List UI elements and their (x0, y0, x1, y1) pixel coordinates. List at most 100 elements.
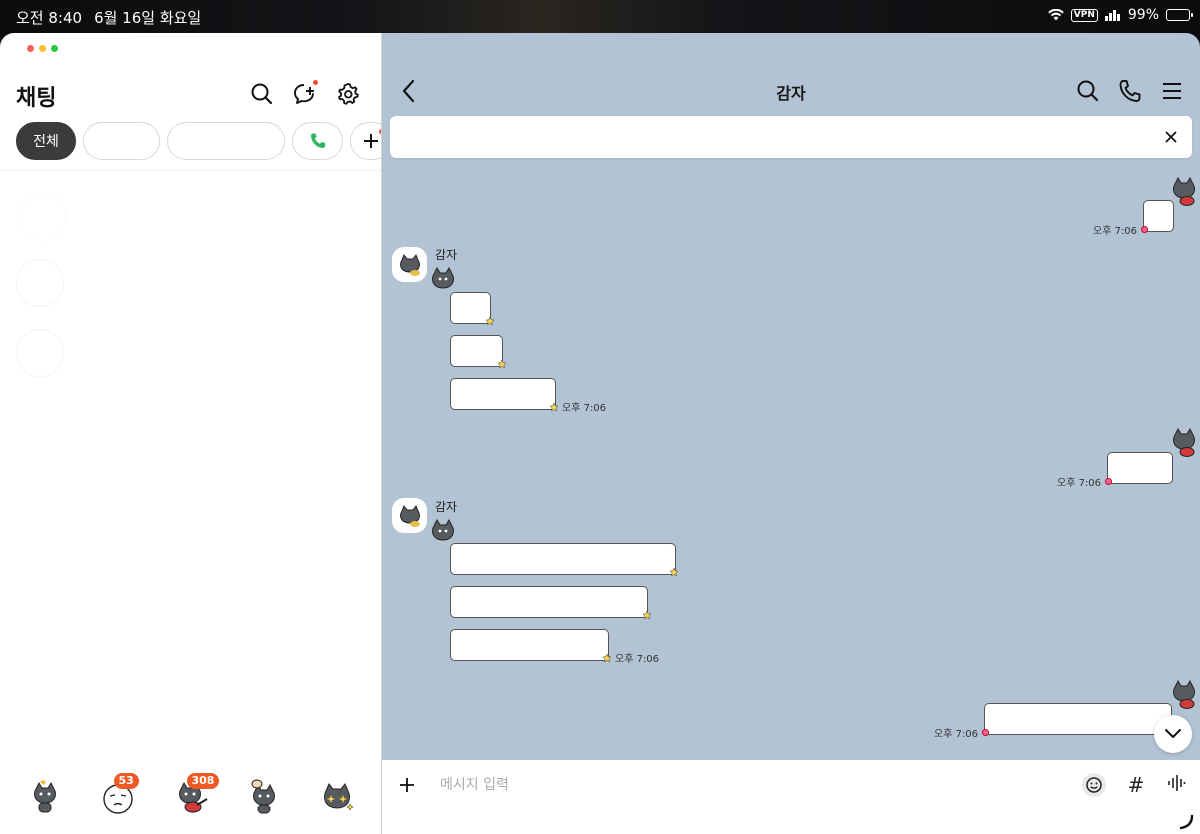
filter-add[interactable] (350, 122, 381, 160)
sender-name: 감자 (435, 500, 458, 514)
nav-chats[interactable]: 53 (96, 773, 140, 819)
search-icon (1077, 80, 1099, 102)
my-message-bubble[interactable] (984, 703, 1172, 735)
window-controls[interactable] (27, 45, 58, 52)
scroll-to-bottom-button[interactable] (1154, 715, 1192, 753)
attach-button[interactable] (398, 776, 416, 794)
message-input-bar: # (382, 760, 1200, 834)
star-icon (498, 360, 506, 368)
call-button[interactable] (1118, 77, 1142, 105)
read-marker (982, 729, 989, 736)
filter-chips: 전체 (16, 122, 381, 160)
unread-badge: 308 (186, 773, 220, 789)
cat-sticker (432, 266, 454, 289)
battery-percent: 99% (1127, 7, 1159, 23)
message-time: 오후 7:06 (562, 403, 607, 414)
message-bubble[interactable] (450, 543, 676, 575)
hashtag-button[interactable]: # (1127, 773, 1145, 797)
filter-all[interactable]: 전체 (16, 122, 76, 160)
message-bubble[interactable] (450, 335, 503, 367)
filter-call[interactable] (292, 122, 343, 160)
avatar[interactable] (392, 498, 427, 533)
search-icon (251, 83, 273, 105)
phone-icon (1119, 80, 1141, 102)
resize-handle-icon[interactable] (1178, 814, 1194, 830)
star-icon (603, 654, 611, 662)
message-time: 오후 7:06 (615, 654, 660, 665)
nav-friends[interactable] (23, 775, 67, 819)
chat-list-avatar-placeholder (18, 193, 66, 241)
star-icon (670, 568, 678, 576)
cat-avatar-icon (399, 253, 420, 276)
plus-icon (364, 134, 378, 148)
close-notice-button[interactable] (1162, 128, 1180, 146)
unread-badge: 53 (113, 773, 139, 789)
status-date: 6월 16일 화요일 (94, 9, 202, 27)
gear-icon (338, 83, 359, 105)
nav-shopping[interactable] (242, 775, 286, 819)
message-time: 오후 7:06 (1057, 478, 1102, 489)
search-button[interactable] (249, 81, 275, 107)
back-button[interactable] (398, 78, 420, 104)
chat-list-panel: 채팅 전체 53 (0, 33, 381, 834)
emoticon-button[interactable] (1082, 773, 1106, 797)
nav-more[interactable] (315, 775, 359, 819)
message-input[interactable] (440, 774, 1000, 796)
new-indicator (313, 80, 318, 85)
split-divider[interactable] (381, 33, 382, 834)
my-message-bubble[interactable] (1107, 452, 1173, 484)
filter-all-label: 전체 (33, 134, 59, 150)
filter-chip-3[interactable] (167, 122, 285, 160)
message-bubble[interactable] (450, 292, 491, 324)
chat-room-panel: 감자 오후 7:06 감자 오후 7:06 오후 7:06 감자 (382, 33, 1200, 834)
chat-list-avatar-placeholder (16, 259, 64, 307)
nav-openchat[interactable]: 308 (169, 773, 220, 819)
cat-sticker (432, 518, 454, 541)
close-dot[interactable] (27, 45, 34, 52)
read-marker (1141, 226, 1148, 233)
chat-search-button[interactable] (1076, 77, 1100, 105)
battery-icon (1166, 9, 1193, 21)
new-indicator (379, 129, 381, 134)
status-time: 오전 8:40 (16, 9, 83, 27)
notice-banner[interactable] (390, 116, 1192, 158)
chef-cat-icon (251, 779, 275, 814)
message-bubble[interactable] (450, 586, 648, 618)
chevron-left-icon (402, 79, 415, 103)
guitar-cat-sticker (1173, 679, 1195, 709)
avatar[interactable] (392, 247, 427, 282)
sparkle-cat-icon (323, 783, 354, 811)
chevron-down-icon (1165, 729, 1181, 738)
maximize-dot[interactable] (51, 45, 58, 52)
page-title: 채팅 (16, 86, 57, 111)
guitar-cat-sticker (1173, 427, 1195, 457)
wifi-icon (1047, 9, 1064, 21)
hamburger-icon (1163, 83, 1181, 99)
filter-chip-2[interactable] (83, 122, 160, 160)
smiley-icon (1086, 777, 1102, 793)
star-icon (550, 403, 558, 411)
message-bubble[interactable] (450, 629, 609, 661)
settings-button[interactable] (335, 81, 361, 107)
guitar-cat-sticker (1173, 176, 1195, 206)
signal-icon (1104, 10, 1120, 21)
chat-list-avatar-placeholder (16, 329, 64, 377)
cat-avatar-icon (399, 504, 420, 527)
bottom-nav: 53 308 (0, 760, 381, 834)
chat-room-title: 감자 (776, 84, 806, 103)
voice-wave-icon (1168, 775, 1186, 791)
phone-icon (310, 133, 325, 148)
message-time: 오후 7:06 (1093, 226, 1138, 237)
status-bar: 오전 8:40 6월 16일 화요일 VPN 99% (0, 0, 1200, 33)
new-chat-button[interactable] (292, 80, 318, 107)
my-message-bubble[interactable] (1143, 200, 1174, 232)
menu-button[interactable] (1160, 77, 1184, 105)
cat-mascot-icon (33, 780, 56, 813)
new-chat-icon (294, 84, 314, 104)
message-bubble[interactable] (450, 378, 556, 410)
minimize-dot[interactable] (39, 45, 46, 52)
voice-button[interactable] (1166, 773, 1186, 797)
divider (0, 170, 381, 171)
read-marker (1105, 478, 1112, 485)
face-mascot-icon (102, 784, 133, 814)
